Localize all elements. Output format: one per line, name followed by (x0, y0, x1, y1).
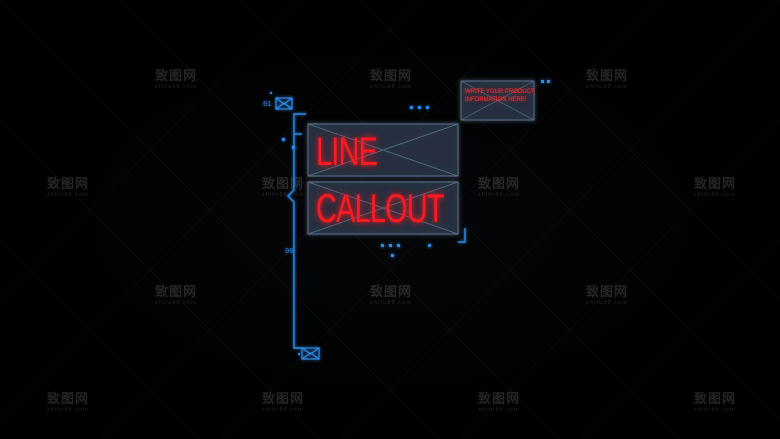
headline-line-1: LINE (316, 130, 378, 174)
index-label-top: 01 (263, 100, 272, 108)
headline-box-callout (307, 181, 459, 235)
index-label-mid: 00 (285, 247, 294, 255)
product-info-note: WRITE YOUR PRODUCT INFORMATION HERE! (465, 89, 535, 103)
bracket-line (287, 113, 306, 349)
corner-bracket (458, 228, 466, 243)
headline-box-line (307, 123, 459, 177)
envelope-icon (275, 97, 293, 110)
info-box (460, 80, 535, 121)
envelope-icon (301, 347, 320, 360)
blue-dots (270, 80, 550, 355)
headline-line-2: CALLOUT (316, 187, 445, 231)
